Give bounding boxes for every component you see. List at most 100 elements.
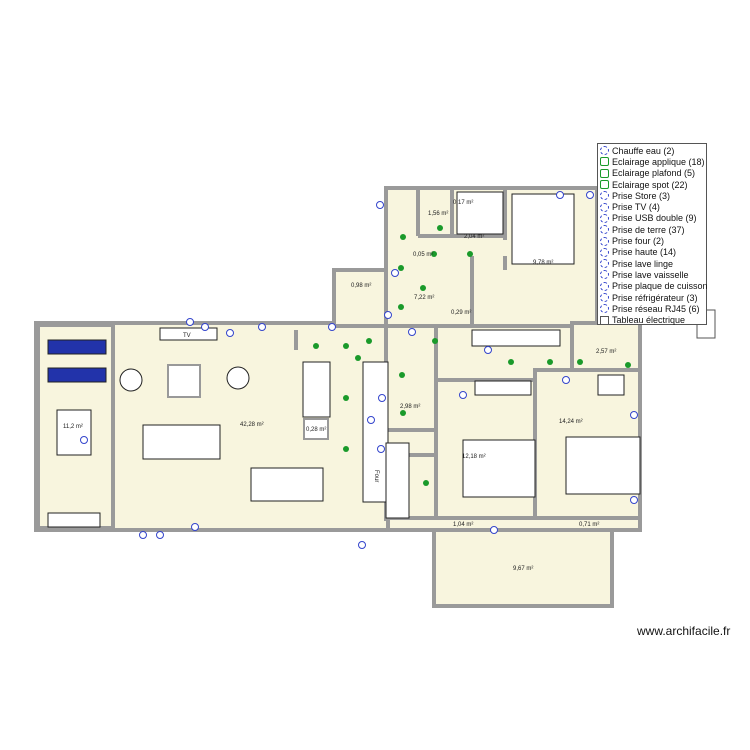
legend-item: Prise USB double (9) <box>600 213 706 224</box>
legend-label: Prise TV (4) <box>612 202 660 213</box>
sunbed <box>47 339 107 355</box>
blind-outlet-icon <box>600 191 609 201</box>
area-label: 0,71 m² <box>579 522 599 528</box>
light-icon <box>366 338 372 344</box>
light-icon <box>420 285 426 291</box>
wardrobe <box>471 329 561 347</box>
legend: Chauffe eau (2)Eclairage applique (18)Ec… <box>597 143 708 326</box>
legend-item: Prise TV (4) <box>600 201 706 212</box>
outlet-icon <box>191 523 199 531</box>
legend-label: Prise plaque de cuisson <box>612 281 708 292</box>
balcony[interactable] <box>432 528 614 608</box>
area-label: 2,57 m² <box>596 349 616 355</box>
area-label: 2,98 m² <box>400 404 420 410</box>
coffee-table <box>167 364 201 398</box>
outlet-icon <box>378 394 386 402</box>
bench <box>47 512 101 528</box>
legend-item: Prise réseau RJ45 (6) <box>600 303 706 314</box>
area-label: 0,98 m² <box>351 283 371 289</box>
outlet-icon <box>156 531 164 539</box>
outlet-icon <box>80 436 88 444</box>
area-label: 2,04 m² <box>464 234 484 240</box>
legend-label: Prise four (2) <box>612 236 665 247</box>
light-icon <box>343 343 349 349</box>
light-icon <box>398 265 404 271</box>
tv-label: TV <box>183 333 191 339</box>
outlet-icon <box>186 318 194 326</box>
light-icon <box>467 251 473 257</box>
area-label: 12,18 m² <box>462 454 486 460</box>
area-label: 9,67 m² <box>513 566 533 572</box>
area-label: 1,04 m² <box>453 522 473 528</box>
outlet-icon <box>201 323 209 331</box>
outlet-icon <box>459 391 467 399</box>
light-icon <box>313 343 319 349</box>
legend-label: Tableau électrique <box>612 315 686 326</box>
outdoor-table <box>56 409 92 456</box>
sunbed <box>47 367 107 383</box>
outlet-icon <box>484 346 492 354</box>
outlet-icon <box>358 541 366 549</box>
outlet-icon <box>377 445 385 453</box>
outlet-icon <box>490 526 498 534</box>
outlet-icon <box>630 411 638 419</box>
legend-item: Prise Store (3) <box>600 190 706 201</box>
shower-tray <box>456 191 504 235</box>
storage-room[interactable] <box>332 268 388 328</box>
legend-label: Prise réseau RJ45 (6) <box>612 303 700 314</box>
area-label: 0,17 m² <box>453 200 473 206</box>
outlet-icon <box>258 323 266 331</box>
bed <box>462 439 536 498</box>
legend-label: Prise de terre (37) <box>612 224 685 235</box>
legend-item: Chauffe eau (2) <box>600 145 706 156</box>
area-label: 9,78 m² <box>533 260 553 266</box>
desk <box>597 374 625 396</box>
light-icon <box>399 372 405 378</box>
legend-item: Prise de terre (37) <box>600 224 706 235</box>
high-outlet-icon <box>600 247 609 257</box>
spot-light-icon <box>600 180 609 190</box>
light-icon <box>432 338 438 344</box>
light-icon <box>400 234 406 240</box>
area-label: 0,05 m² <box>413 252 433 258</box>
legend-label: Prise USB double (9) <box>612 213 697 224</box>
outlet-icon <box>376 201 384 209</box>
area-label: 11,2 m² <box>63 424 83 430</box>
outlet-icon <box>384 311 392 319</box>
light-icon <box>508 359 514 365</box>
area-label: 0,29 m² <box>451 310 471 316</box>
washer-outlet-icon <box>600 259 609 269</box>
network-outlet-icon <box>600 304 609 314</box>
light-icon <box>437 225 443 231</box>
outlet-icon <box>562 376 570 384</box>
light-icon <box>355 355 361 361</box>
area-label: 7,22 m² <box>414 295 434 301</box>
wall-light-icon <box>600 157 609 167</box>
light-icon <box>431 251 437 257</box>
kitchen-island <box>302 361 331 418</box>
light-icon <box>343 446 349 452</box>
light-icon <box>577 359 583 365</box>
bed <box>565 436 641 495</box>
cupboard <box>303 418 329 440</box>
legend-label: Prise Store (3) <box>612 190 671 201</box>
armchair <box>226 366 250 390</box>
legend-label: Prise lave vaisselle <box>612 269 689 280</box>
legend-item: Eclairage spot (22) <box>600 179 706 190</box>
legend-label: Eclairage plafond (5) <box>612 168 696 179</box>
light-icon <box>343 395 349 401</box>
outlet-icon <box>586 191 594 199</box>
outlet-icon <box>139 531 147 539</box>
oven-label: Four <box>373 470 379 482</box>
legend-label: Eclairage applique (18) <box>612 156 705 167</box>
fridge-outlet-icon <box>600 293 609 302</box>
oven-outlet-icon <box>600 236 609 246</box>
outlet-icon <box>630 496 638 504</box>
legend-item: Prise lave linge <box>600 258 706 269</box>
watermark: www.archifacile.fr <box>637 624 731 638</box>
water-heater-icon <box>600 146 609 156</box>
light-icon <box>547 359 553 365</box>
legend-item: Prise four (2) <box>600 235 706 246</box>
outlet-icon <box>408 328 416 336</box>
